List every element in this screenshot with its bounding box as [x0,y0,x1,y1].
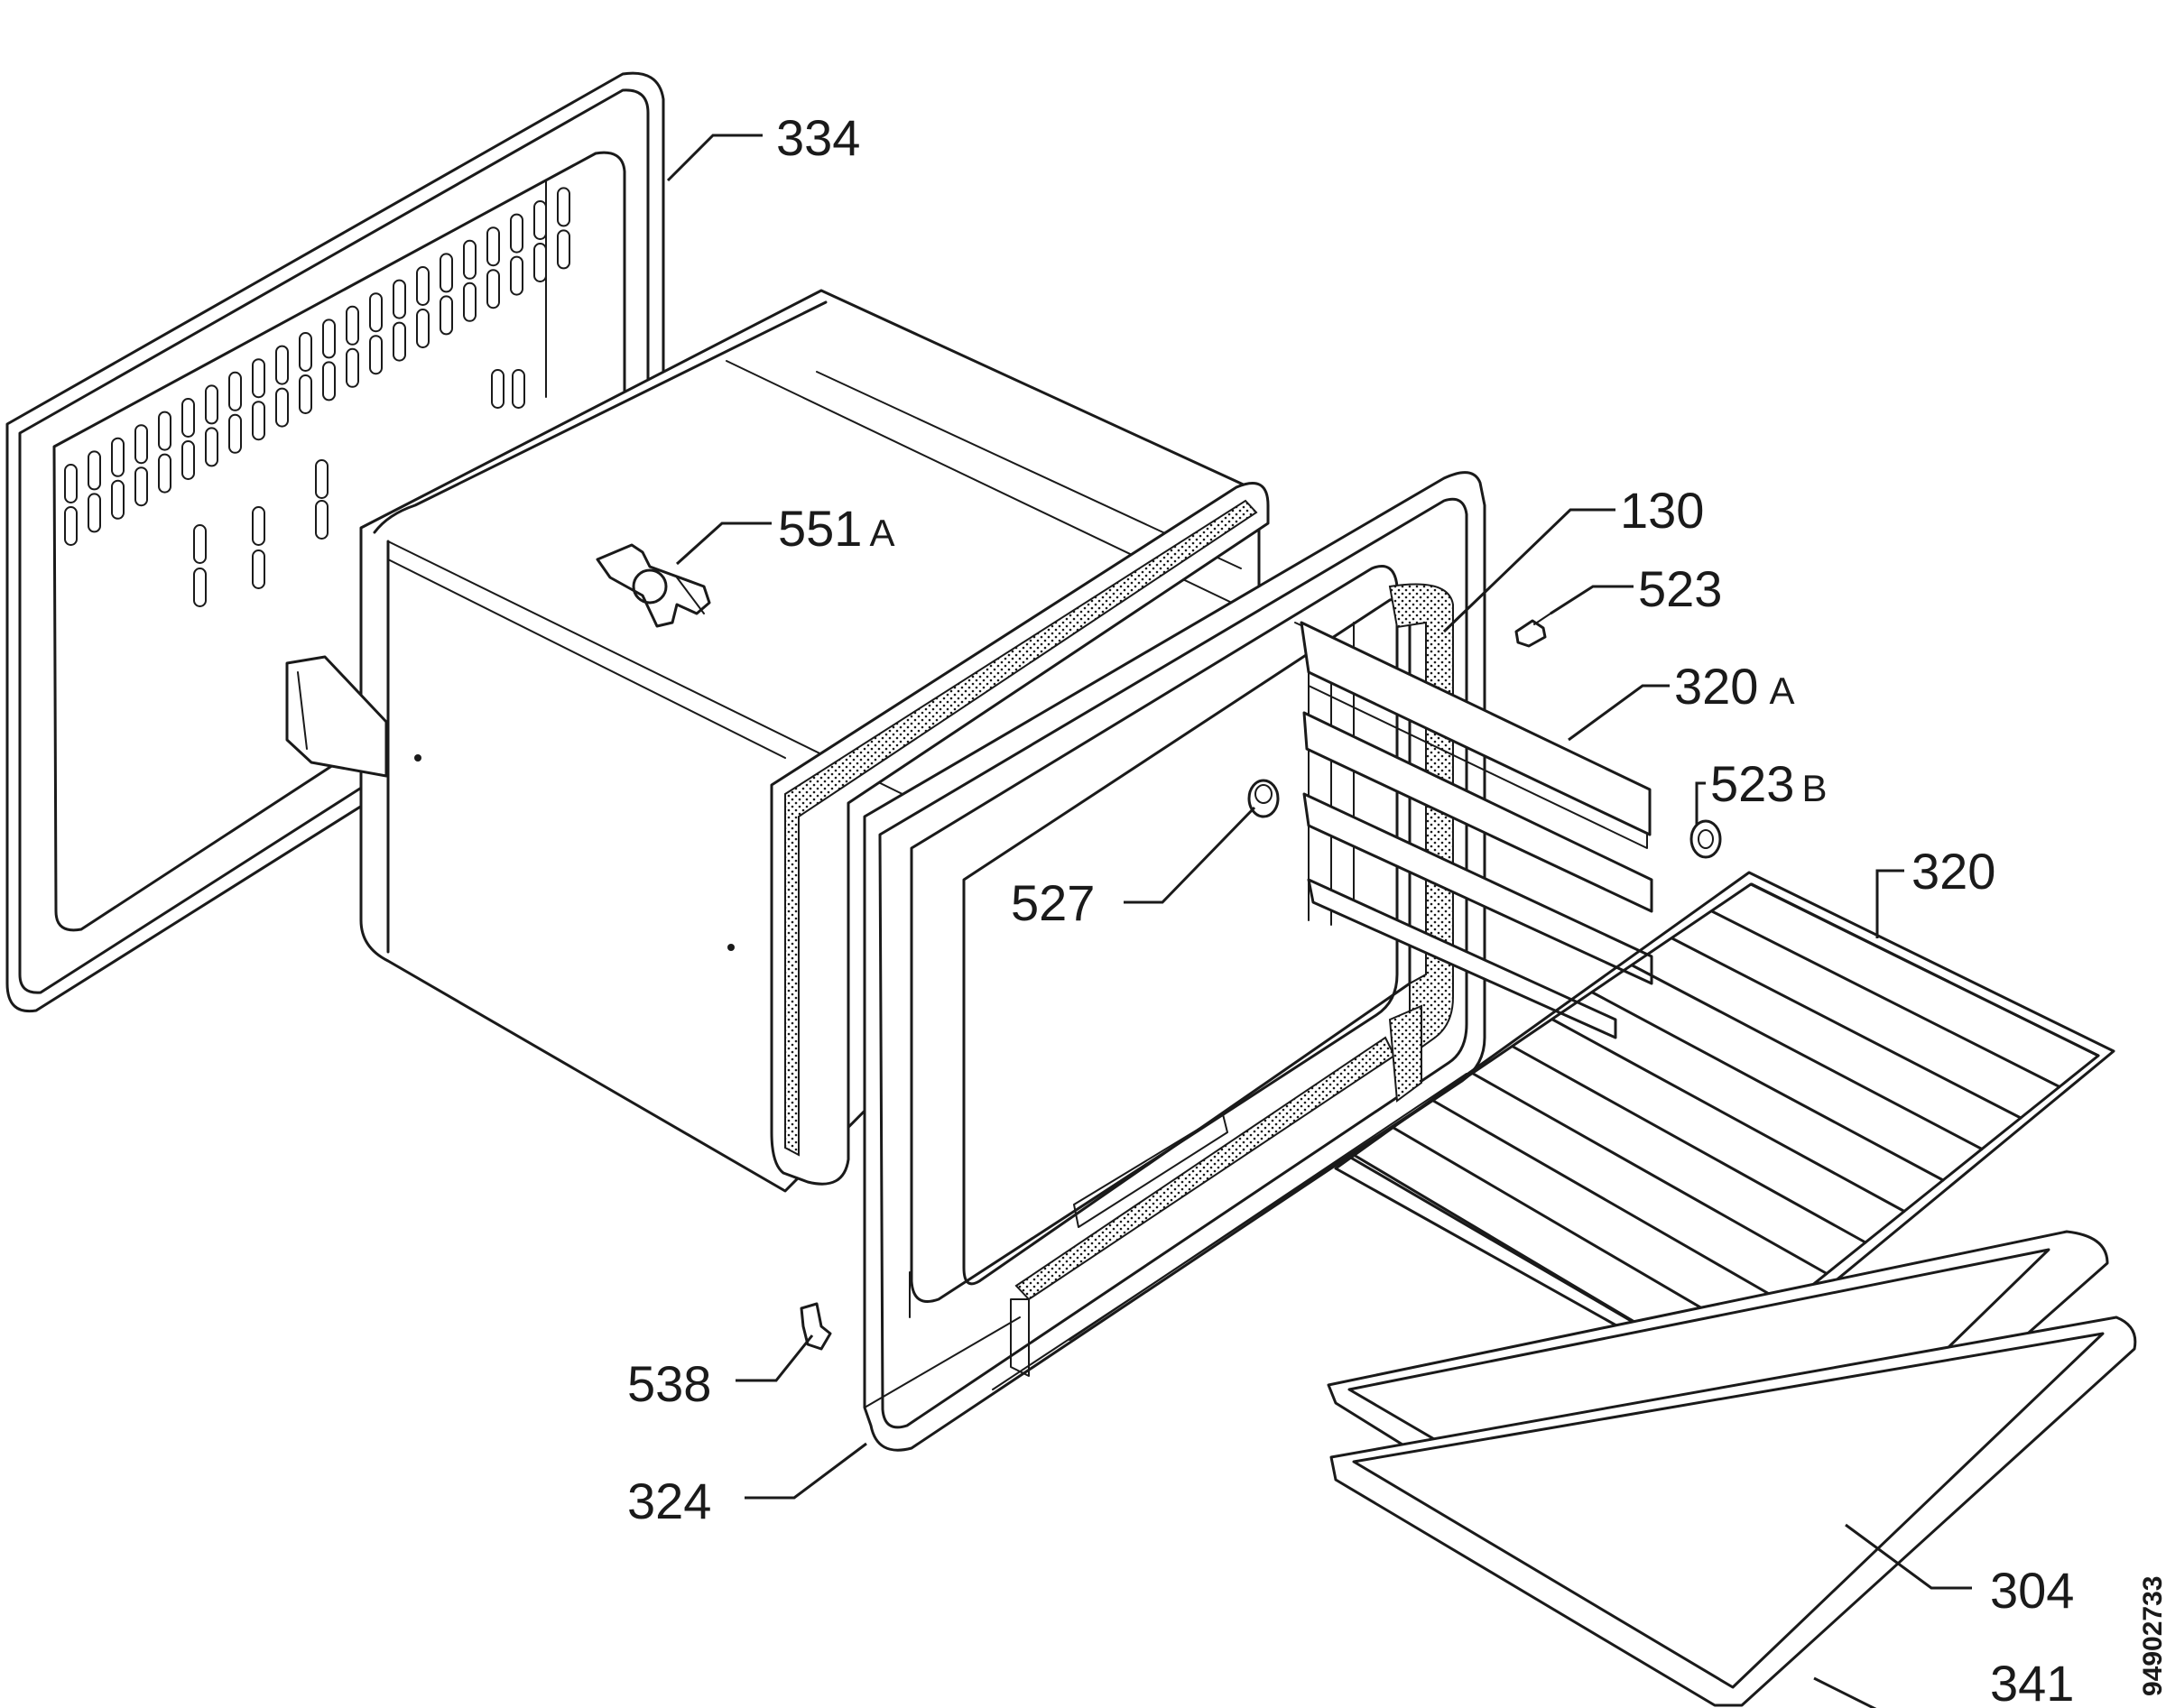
vent-slot [88,493,101,533]
vent-slot [486,226,500,267]
vent-slot [205,427,218,467]
rack-bar [1750,882,2100,1057]
vent-slot [111,437,125,477]
clip-538 [800,1302,832,1351]
vent-slot [315,500,329,540]
label-324: 324 [627,1473,711,1529]
rack-bar [1710,909,2061,1088]
rack-bar [1431,1099,1790,1306]
vent-slot [346,347,359,388]
vent-slot [252,401,265,441]
vent-slot [181,440,195,480]
label-334: 334 [776,109,860,166]
vent-slot [275,387,289,428]
sensor-551a [596,543,711,628]
label-523: 523 [1638,560,1722,617]
rack-bar [1671,937,2023,1120]
vent-slot [393,279,406,319]
vent-slot [193,524,207,564]
vent-slot [134,466,148,507]
vent-slot [463,239,477,280]
vent-slot [369,292,383,333]
vent-slot [322,361,336,402]
rack-bar [1471,1072,1828,1275]
vent-slot [512,369,525,409]
vent-slot [252,358,265,399]
vent-slot [322,319,336,359]
label-538: 538 [627,1355,711,1412]
vent-slot [416,266,430,306]
leader-lines [666,134,1972,1708]
label-320: 320 [1911,843,1995,900]
vent-slot [228,413,242,454]
wire-rack-320 [1334,871,2115,1382]
vent-slot [491,369,504,409]
vent-slot [64,464,78,503]
rack-bars [1352,882,2100,1369]
rack-bar [1511,1045,1867,1244]
vent-slot [228,371,242,411]
lamp-527 [1247,779,1280,818]
vent-slot [252,506,265,546]
vent-slot [315,459,329,499]
vent-slot [557,187,570,227]
rack-bar [1631,964,1984,1150]
vent-slot [533,243,547,282]
shelf-supports-130 [1300,621,1653,1039]
label-527: 527 [1011,874,1095,931]
label-304: 304 [1990,1562,2074,1619]
vent-slot [205,384,218,425]
vent-slot [440,253,453,293]
vent-slot [440,295,453,336]
label-130: 130 [1620,482,1704,539]
vent-slots [64,187,570,607]
rack-bar [1551,1018,1906,1213]
vent-slot [557,229,570,270]
oven-cavity [285,289,1270,1193]
vent-slot [416,309,430,348]
vent-slot [158,453,171,494]
vent-slot [181,398,195,438]
vent-slot [369,335,383,375]
vent-slot [252,549,265,589]
rack-bar [1591,991,1945,1182]
vent-slot [64,506,78,546]
label-341: 341 [1990,1655,2074,1708]
document-number: 94902733 [2138,1576,2166,1696]
vent-slot [193,568,207,607]
grommet-523b [1689,819,1722,859]
drip-tray-341 [1329,1316,2137,1707]
vent-slot [393,321,406,362]
vent-slot [275,345,289,385]
vent-slot [533,200,547,240]
vent-slot [299,374,312,414]
vent-slot [111,479,125,520]
vent-slot [134,424,148,465]
vent-slot [510,255,523,296]
vent-slot [88,450,101,491]
vent-slot [299,332,312,372]
vent-slot [346,305,359,346]
rack-bar [1392,1126,1751,1337]
screw-523 [1514,613,1551,648]
vent-slot [158,411,171,451]
vent-slot [486,269,500,309]
vent-slot [463,282,477,322]
vent-slot [510,213,523,254]
